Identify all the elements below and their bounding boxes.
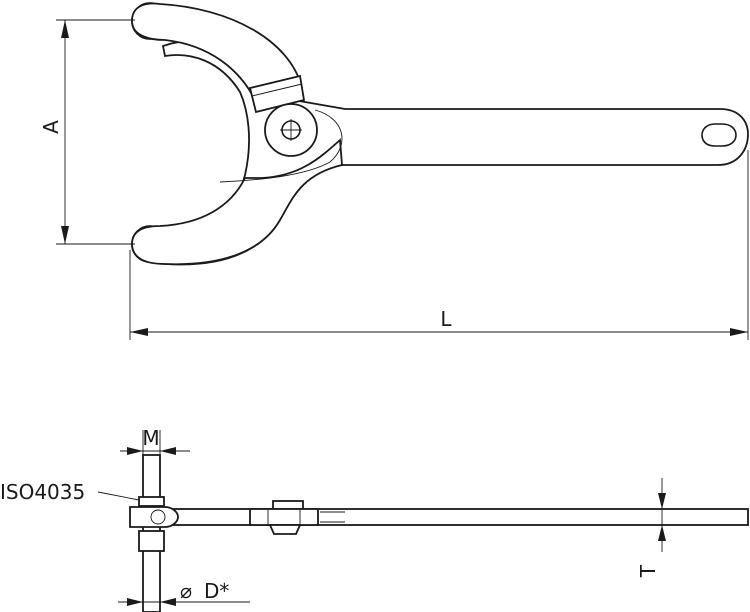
iso-callout: ISO4035 <box>0 480 140 504</box>
dim-d-diameter-symbol: ⌀ <box>180 579 192 603</box>
handle-slot <box>701 123 737 147</box>
side-jaw-end <box>129 506 179 528</box>
side-jaw-hole <box>150 509 166 525</box>
dim-m-arrow-right <box>160 447 176 455</box>
adjust-link <box>248 74 306 114</box>
lower-jaw-arm <box>131 138 343 266</box>
dim-t-label: T <box>636 564 660 578</box>
dim-m-label: M <box>142 426 159 450</box>
dim-d-arrow-left <box>127 598 143 606</box>
side-pivot-bottom <box>268 524 302 535</box>
side-nut <box>138 496 165 507</box>
dimension-a: A <box>39 19 135 245</box>
dim-l-label: L <box>440 307 452 331</box>
dim-a-arrow-top <box>61 20 69 38</box>
wrench-top-view <box>131 2 749 266</box>
dimension-m: M <box>120 426 190 455</box>
dimension-t: T <box>636 478 690 578</box>
dimension-l: L <box>129 150 749 340</box>
dim-d-arrow-right <box>160 598 176 606</box>
dim-a-arrow-bottom <box>61 226 69 244</box>
dim-a-label: A <box>39 120 63 134</box>
dimension-d: ⌀ D* <box>118 579 250 606</box>
shoulder-contour <box>219 109 343 183</box>
side-pivot-body <box>249 508 319 526</box>
dim-l-arrow-left <box>130 328 148 336</box>
iso-label: ISO4035 <box>0 480 85 504</box>
dim-t-arrow-top <box>658 493 666 509</box>
side-handle-bar <box>149 508 749 526</box>
dim-l-arrow-right <box>730 328 748 336</box>
side-washer <box>138 530 165 552</box>
adjust-link-edge <box>251 83 303 97</box>
dim-t-arrow-bottom <box>658 525 666 541</box>
dim-d-label: D* <box>204 579 229 603</box>
iso-leader <box>97 491 140 501</box>
side-pivot-top <box>272 500 304 510</box>
wrench-side-view <box>129 454 749 612</box>
dim-m-arrow-left <box>127 447 143 455</box>
